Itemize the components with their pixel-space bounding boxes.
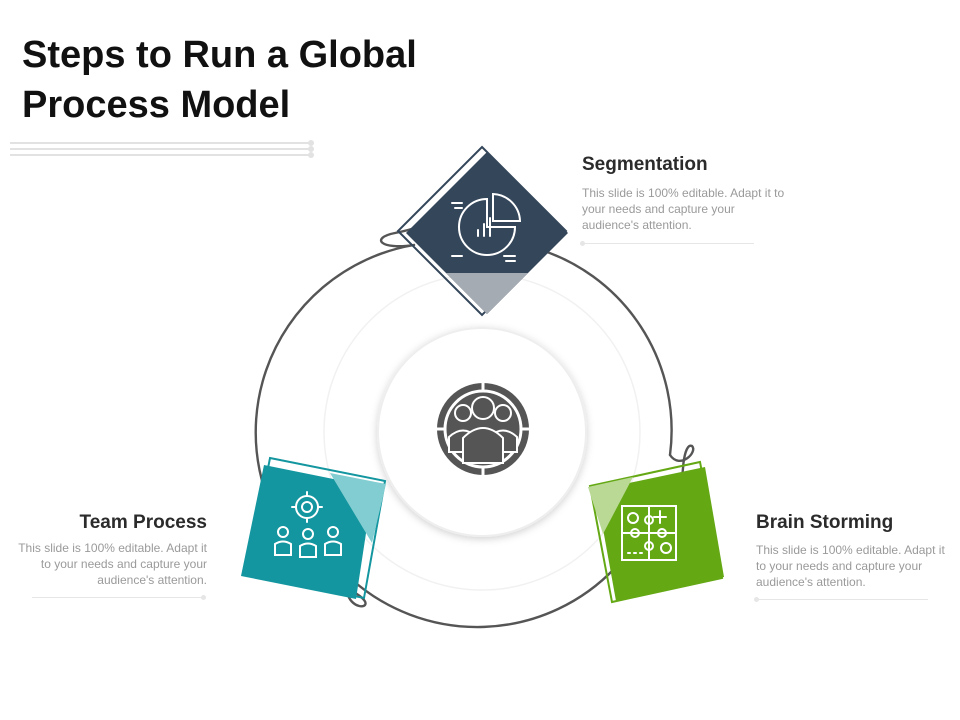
segmentation-shape (396, 145, 568, 317)
team-process-shape (241, 456, 387, 600)
team-gear-icon (274, 491, 342, 558)
title-decoration-lines (10, 140, 314, 158)
pie-chart-analytics-icon (451, 192, 522, 262)
global-team-icon (437, 383, 529, 475)
team-process-description: This slide is 100% editable. Adapt it to… (18, 541, 207, 587)
page-title: Steps to Run a Global Process Model (22, 34, 417, 126)
ring-arc-right (533, 246, 673, 457)
ring-arc-bottom (348, 566, 617, 629)
segmentation-description: This slide is 100% editable. Adapt it to… (582, 186, 785, 232)
team-process-underline (32, 595, 206, 600)
segmentation-title: Segmentation (582, 154, 708, 175)
puzzle-icon (621, 505, 677, 561)
brain-storming-description: This slide is 100% editable. Adapt it to… (756, 543, 945, 589)
team-process-title: Team Process (79, 512, 207, 533)
brain-storming-underline (754, 597, 928, 602)
brain-storming-title: Brain Storming (756, 512, 894, 533)
segmentation-underline (580, 241, 754, 246)
